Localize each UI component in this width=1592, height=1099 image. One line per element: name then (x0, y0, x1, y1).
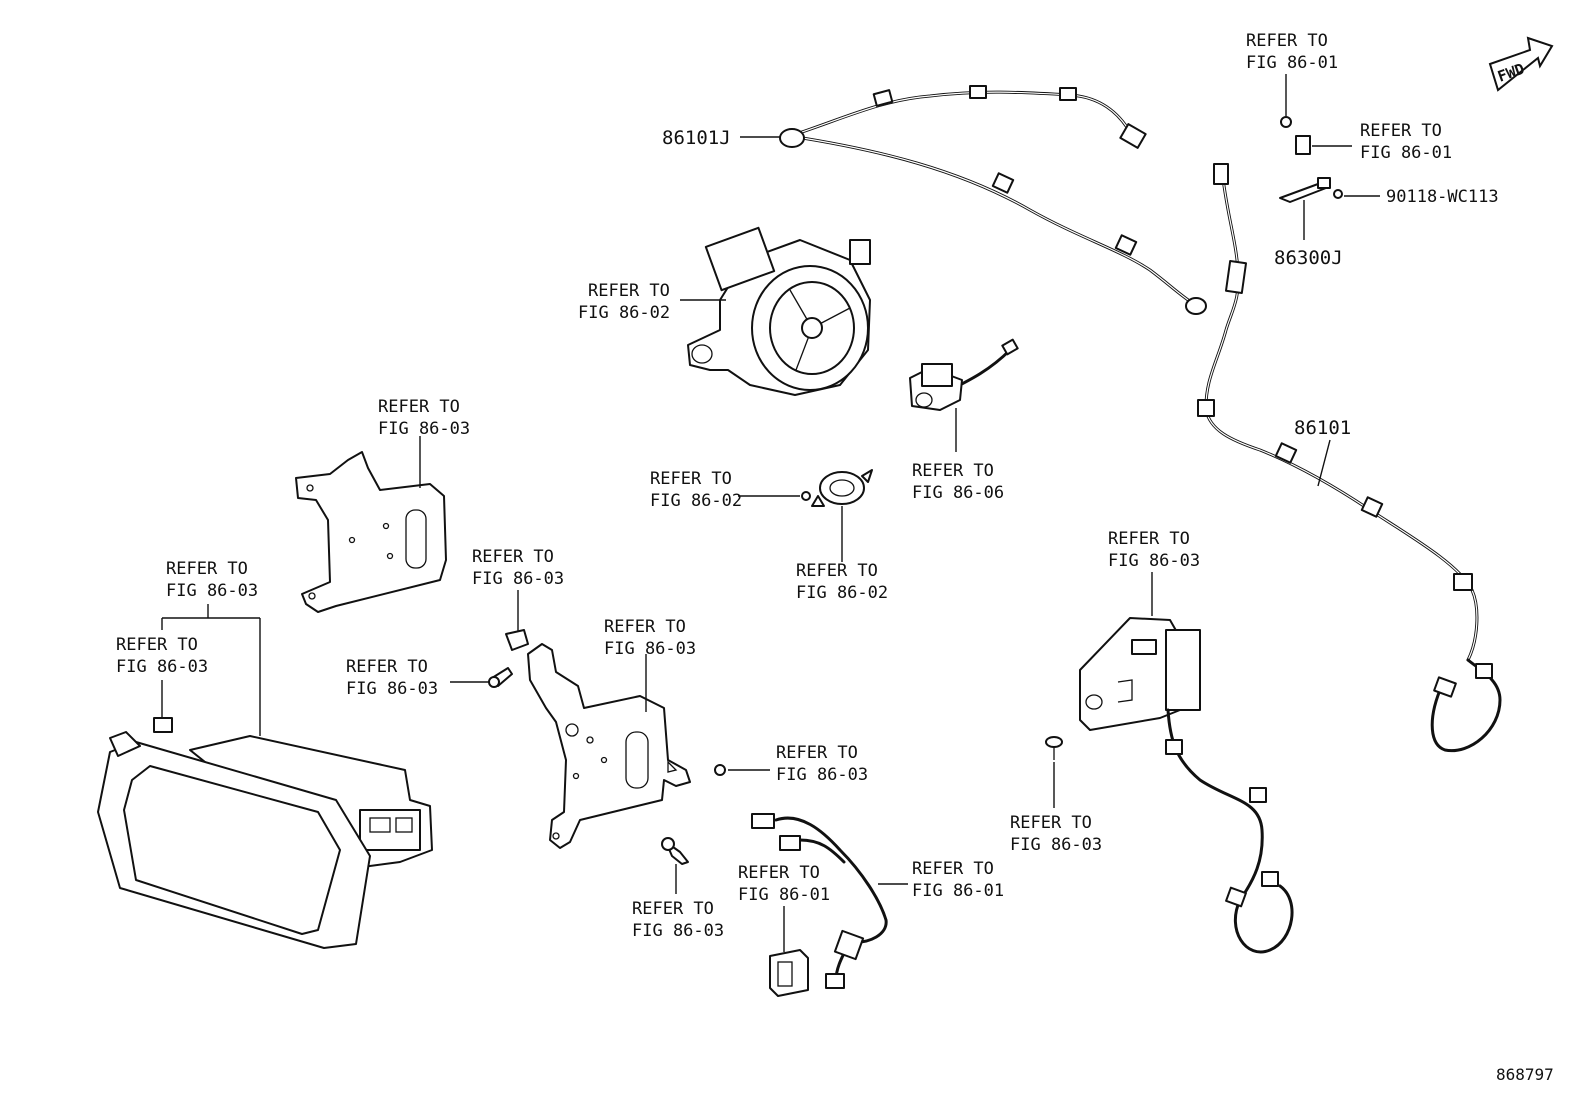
callout-refer-to: REFER TO (116, 635, 198, 655)
part-number-86101: 86101 (1294, 417, 1351, 439)
callout-refer-to: REFER TO (1360, 121, 1442, 141)
antenna-86300j: 90118-WC113 86300J (1274, 177, 1499, 269)
clip-86-01-top: REFER TO FIG 86-01 (1246, 31, 1338, 128)
callout-fig: FIG 86-03 (776, 765, 868, 785)
screw-86-03-right: REFER TO FIG 86-03 (714, 743, 868, 785)
callout-fig: FIG 86-03 (166, 581, 258, 601)
amplifier-86-03: REFER TO FIG 86-03 (1079, 529, 1294, 954)
diagram-id: 868797 (1496, 1065, 1554, 1084)
callout-fig: FIG 86-02 (796, 583, 888, 603)
screw-86-03-bottom: REFER TO FIG 86-03 (632, 837, 724, 941)
callout-refer-to: REFER TO (1108, 529, 1190, 549)
bracket-upper-86-03: REFER TO FIG 86-03 (295, 397, 470, 613)
callout-refer-to: REFER TO (1010, 813, 1092, 833)
clip-86-03: REFER TO FIG 86-03 (472, 547, 564, 651)
callout-fig: FIG 86-01 (1246, 53, 1338, 73)
screw-86-03-amp: REFER TO FIG 86-03 (1010, 736, 1102, 855)
callout-refer-to: REFER TO (472, 547, 554, 567)
harness-86101: 86101 (1197, 163, 1502, 753)
fwd-arrow-icon: FWD (1488, 36, 1554, 92)
callout-refer-to: REFER TO (1246, 31, 1328, 51)
callout-refer-to: REFER TO (912, 461, 994, 481)
callout-fig: FIG 86-03 (1108, 551, 1200, 571)
callout-refer-to: REFER TO (632, 899, 714, 919)
callout-fig: FIG 86-02 (650, 491, 742, 511)
tweeter-86-02: REFER TO FIG 86-02 REFER TO FIG 86-02 (650, 469, 888, 603)
callout-fig: FIG 86-03 (472, 569, 564, 589)
callout-refer-to: REFER TO (604, 617, 686, 637)
part-number-90118-wc113: 90118-WC113 (1386, 187, 1499, 207)
callout-refer-to: REFER TO (378, 397, 460, 417)
usb-harness-86-01: REFER TO FIG 86-01 (751, 813, 1004, 989)
callout-refer-to: REFER TO (738, 863, 820, 883)
callout-refer-to: REFER TO (346, 657, 428, 677)
bracket-86-01: REFER TO FIG 86-01 (1295, 121, 1452, 163)
callout-refer-to: REFER TO (166, 559, 248, 579)
camera-86-06: REFER TO FIG 86-06 (909, 338, 1019, 503)
harness-86101j: 86101J (662, 85, 1207, 315)
callout-fig: FIG 86-01 (738, 885, 830, 905)
callout-refer-to: REFER TO (588, 281, 670, 301)
callout-fig: FIG 86-03 (116, 657, 208, 677)
callout-fig: FIG 86-01 (1360, 143, 1452, 163)
screw-86-03-left: REFER TO FIG 86-03 (346, 657, 513, 699)
bracket-lower-86-03: REFER TO FIG 86-03 (527, 617, 696, 849)
callout-fig: FIG 86-03 (1010, 835, 1102, 855)
usb-socket-86-01: REFER TO FIG 86-01 (738, 863, 830, 997)
part-number-86300j: 86300J (1274, 247, 1343, 269)
callout-refer-to: REFER TO (650, 469, 732, 489)
callout-fig: FIG 86-03 (346, 679, 438, 699)
part-number-86101j: 86101J (662, 127, 731, 149)
head-unit-86-03: REFER TO FIG 86-03 REFER TO FIG 86-03 (97, 559, 433, 949)
callout-refer-to: REFER TO (796, 561, 878, 581)
speaker-86-02: REFER TO FIG 86-02 (578, 226, 871, 396)
callout-fig: FIG 86-02 (578, 303, 670, 323)
callout-fig: FIG 86-06 (912, 483, 1004, 503)
callout-fig: FIG 86-03 (604, 639, 696, 659)
callout-fig: FIG 86-03 (378, 419, 470, 439)
callout-fig: FIG 86-01 (912, 881, 1004, 901)
callout-refer-to: REFER TO (776, 743, 858, 763)
callout-refer-to: REFER TO (912, 859, 994, 879)
callout-fig: FIG 86-03 (632, 921, 724, 941)
